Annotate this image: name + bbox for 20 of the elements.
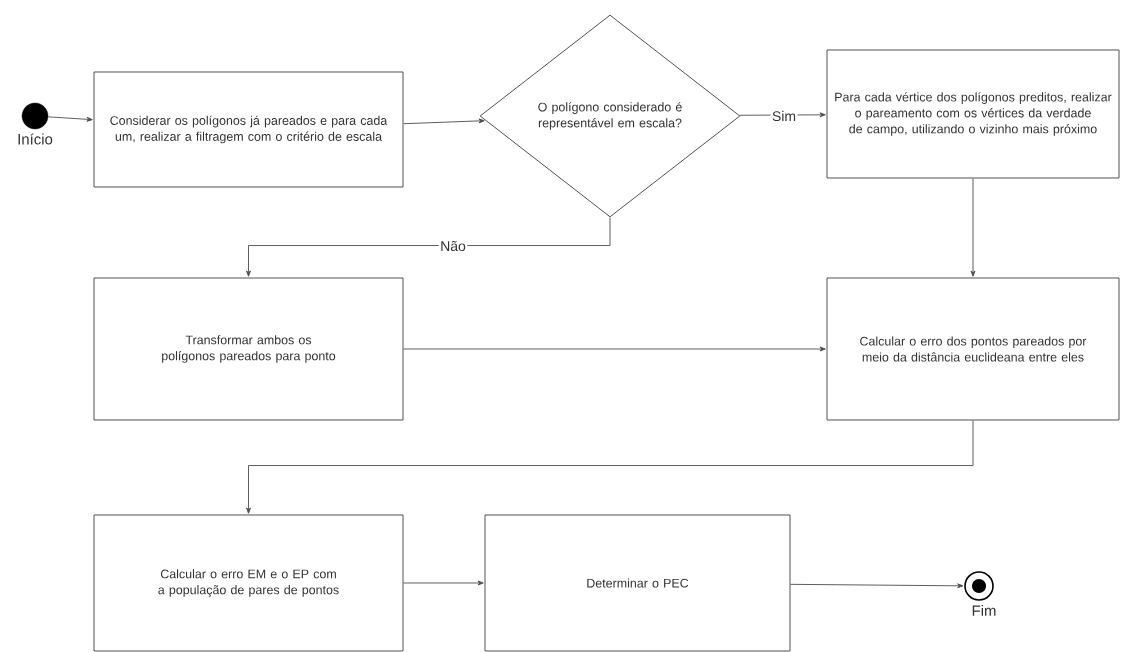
arrow [403, 580, 484, 586]
arrow [47, 116, 93, 122]
process-box: Determinar o PEC [484, 514, 791, 652]
process-box: Calcular o erro EM e o EP com a população de pares de pontos [93, 514, 404, 652]
node-label: Fim [972, 605, 996, 616]
process-box: Calcular o erro dos pontos pareados por meio da distância euclideana entre eles [826, 277, 1120, 421]
arrow [790, 583, 964, 589]
process-box: Transformar ambos os polígonos pareados para ponto [93, 277, 404, 421]
arrow [403, 118, 485, 125]
end-circle [964, 571, 994, 601]
arrow [246, 217, 611, 277]
start-circle [21, 102, 49, 130]
arrow [403, 346, 826, 352]
process-box: Para cada vértice dos polígonos preditos, realizar o pareamento com os vértices da verdade de campo, utilizando o vizinho mais próximo [826, 49, 1120, 179]
arrow [970, 178, 976, 277]
node-label: Início [18, 133, 53, 145]
arrow [246, 420, 974, 514]
process-box: Considerar os polígonos já pareados e para cada um, realizar a filtragem com o critério de escala [93, 71, 404, 188]
edge-label: Sim [770, 109, 798, 123]
edge-label: Não [438, 239, 468, 253]
